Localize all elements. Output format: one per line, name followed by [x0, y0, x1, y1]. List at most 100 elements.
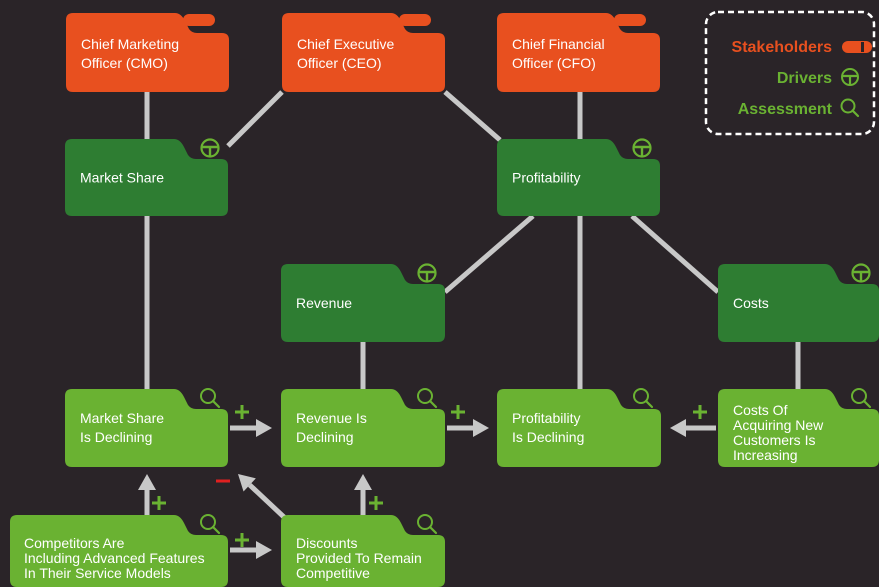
- node-label-line: Costs: [733, 295, 769, 311]
- node-label-line: Costs Of: [733, 402, 788, 418]
- influence-arrows: [138, 405, 716, 559]
- legend-stakeholders-label: Stakeholders: [732, 39, 833, 56]
- arrowhead: [354, 474, 372, 490]
- node-label-line: Including Advanced Features: [24, 550, 205, 566]
- node-label-line: Chief Financial: [512, 36, 605, 52]
- arrowhead: [473, 419, 489, 437]
- node-label-line: Customers Is: [733, 432, 815, 448]
- magnifier-icon: [417, 514, 438, 535]
- node-label: Revenue: [296, 295, 352, 311]
- positive-sign-vertical: [240, 405, 244, 419]
- node-label-line: Declining: [296, 429, 354, 445]
- node-body: [497, 13, 660, 92]
- influence-arrow-line: [247, 483, 287, 520]
- arrowhead: [670, 419, 686, 437]
- node-body: [66, 13, 229, 92]
- steering-wheel-icon: [841, 68, 859, 86]
- steering-wheel-icon: [417, 263, 437, 283]
- node-body: [497, 139, 660, 216]
- arrowhead: [138, 474, 156, 490]
- legend-assessment-label: Assessment: [738, 101, 833, 118]
- node-label: Costs: [733, 295, 769, 311]
- node-ms-declining[interactable]: Market Share Is Declining: [65, 388, 228, 467]
- node-label-line: Market Share: [80, 410, 164, 426]
- node-label-line: Chief Executive: [297, 36, 394, 52]
- node-label: Market Share Is Declining: [80, 410, 164, 445]
- node-body: [281, 515, 445, 587]
- node-body: [282, 13, 445, 92]
- toggle-icon: [614, 14, 646, 26]
- steering-wheel-icon: [200, 138, 220, 158]
- connector-line: [226, 90, 284, 148]
- node-body: [281, 264, 445, 342]
- node-body: [281, 389, 445, 467]
- node-label-line: Competitors Are: [24, 535, 125, 551]
- node-rev-declining[interactable]: Revenue Is Declining: [281, 388, 445, 467]
- positive-sign-vertical: [456, 405, 460, 419]
- magnifier-icon: [200, 514, 221, 535]
- node-body: [65, 139, 228, 216]
- node-label-line: Is Declining: [80, 429, 152, 445]
- node-market-share[interactable]: Market Share: [65, 138, 228, 216]
- node-label: Profitability: [512, 170, 580, 186]
- node-profitability[interactable]: Profitability: [497, 138, 660, 216]
- node-label-line: Provided To Remain: [296, 550, 422, 566]
- steering-wheel-icon: [851, 263, 871, 283]
- node-label: Market Share: [80, 170, 164, 186]
- legend-box: [704, 10, 876, 136]
- toggle-icon: [399, 14, 431, 26]
- arrowhead: [256, 541, 272, 559]
- node-label-line: In Their Service Models: [24, 565, 171, 581]
- node-body: [10, 515, 228, 587]
- arrowhead: [238, 474, 256, 492]
- legend: Stakeholders Drivers Assessment: [704, 10, 876, 136]
- node-label-line: Officer (CFO): [512, 55, 596, 71]
- node-label-line: Profitability: [512, 170, 580, 186]
- connector-line: [443, 214, 535, 294]
- arrowhead: [256, 419, 272, 437]
- node-label-line: Officer (CMO): [81, 55, 168, 71]
- steering-wheel-icon: [632, 138, 652, 158]
- node-label-line: Discounts: [296, 535, 357, 551]
- magnifier-icon: [417, 388, 438, 409]
- magnifier-icon: [200, 388, 221, 409]
- node-label-line: Chief Marketing: [81, 36, 179, 52]
- connector-line: [443, 90, 502, 142]
- node-label-line: Revenue: [296, 295, 352, 311]
- node-label-line: Competitive: [296, 565, 370, 581]
- node-label-line: Market Share: [80, 170, 164, 186]
- positive-sign-vertical: [698, 405, 702, 419]
- node-body: [65, 389, 228, 467]
- node-body: [718, 264, 879, 342]
- toggle-icon: [183, 14, 215, 26]
- magnifier-icon: [851, 388, 872, 409]
- node-costs[interactable]: Costs: [718, 263, 879, 342]
- node-revenue[interactable]: Revenue: [281, 263, 445, 342]
- magnifier-icon: [840, 98, 860, 118]
- connector-line: [630, 214, 720, 294]
- legend-drivers-label: Drivers: [777, 70, 832, 87]
- node-body: [718, 389, 879, 467]
- positive-sign-vertical: [157, 496, 161, 510]
- node-label-line: Officer (CEO): [297, 55, 382, 71]
- node-body: [497, 389, 661, 467]
- node-label-line: Revenue Is: [296, 410, 367, 426]
- positive-sign-vertical: [374, 496, 378, 510]
- node-label-line: Acquiring New: [733, 417, 824, 433]
- connector-lines: [144, 90, 801, 389]
